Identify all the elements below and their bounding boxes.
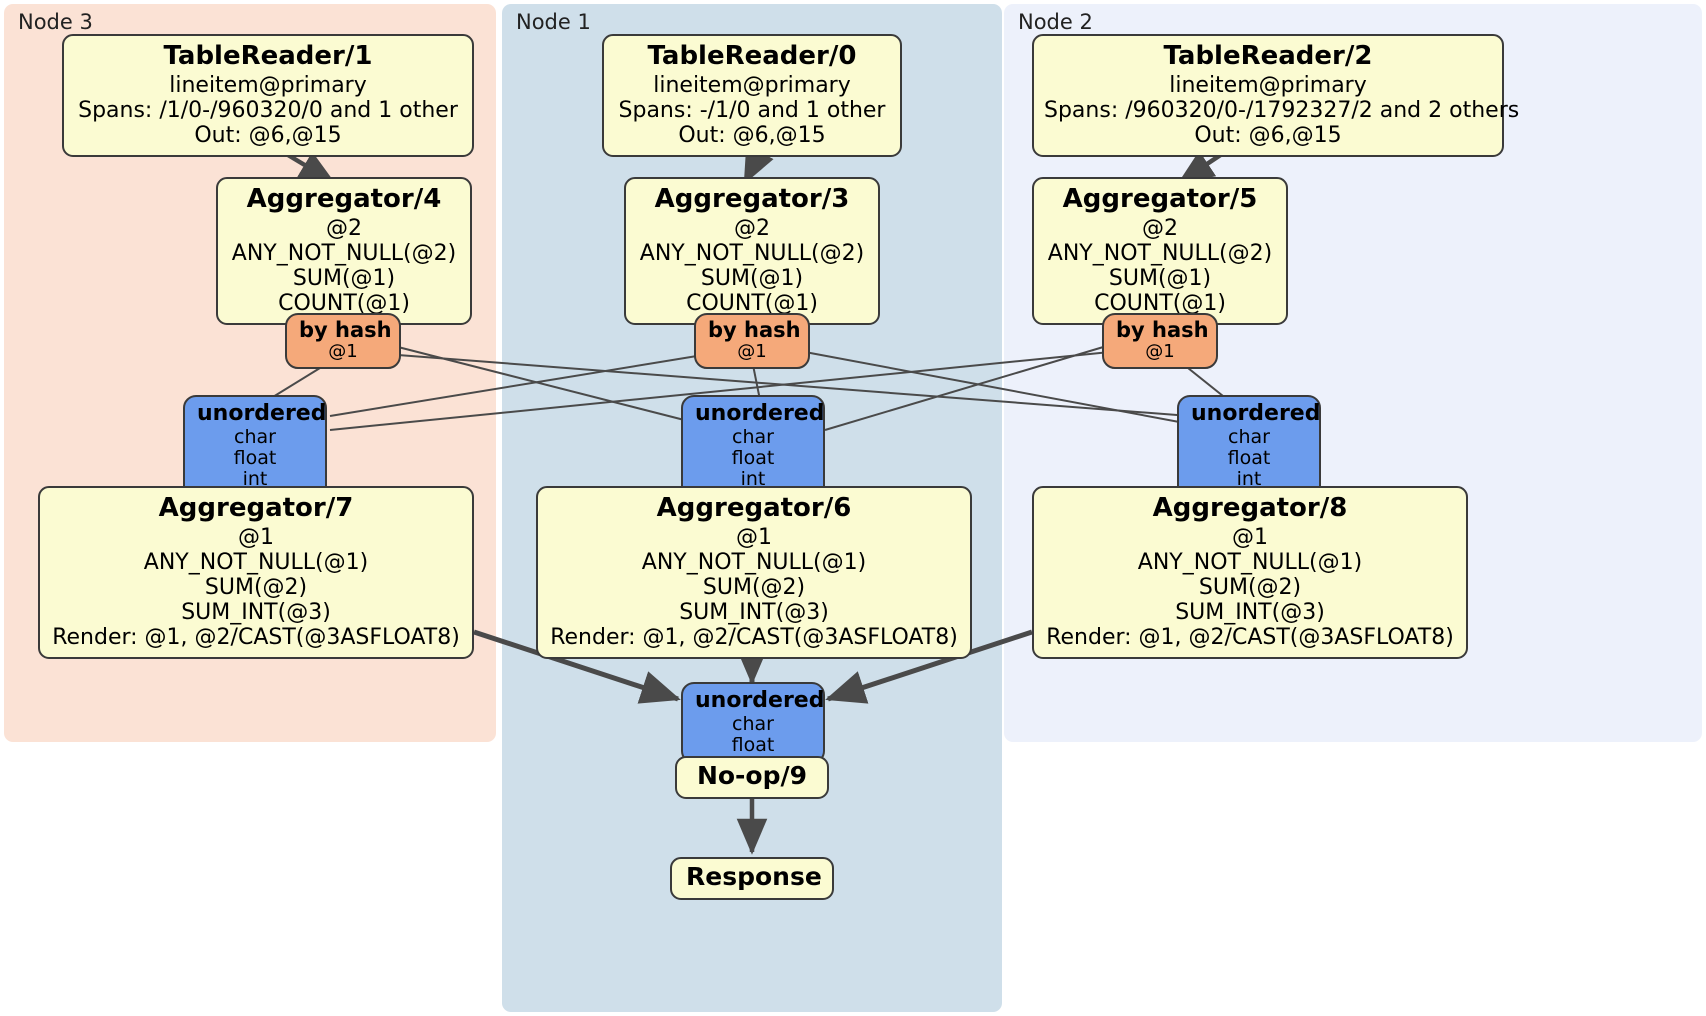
synchronizer-unordered-final[interactable]: unordered char float [681, 682, 825, 765]
synchronizer-type-2: int [740, 468, 766, 491]
processor-tablereader-0[interactable]: TableReader/0 lineitem@primary Spans: -/… [602, 34, 902, 157]
processor-agg-1: SUM(@2) [702, 574, 806, 600]
processor-title: No-op/9 [696, 761, 808, 790]
synchronizer-type-0: char [732, 425, 774, 448]
processor-spans: Spans: -/1/0 and 1 other [618, 97, 886, 123]
processor-agg-2: SUM_INT(@3) [1175, 599, 1325, 625]
processor-agg-0: ANY_NOT_NULL(@2) [639, 240, 865, 266]
processor-group-cols: @2 [1142, 215, 1178, 241]
processor-group-cols: @1 [1232, 524, 1268, 550]
processor-agg-2: COUNT(@1) [278, 290, 410, 316]
processor-agg-0: ANY_NOT_NULL(@1) [1137, 549, 1363, 575]
processor-no-op-9[interactable]: No-op/9 [675, 756, 829, 799]
synchronizer-title: unordered [197, 401, 327, 426]
processor-aggregator-8[interactable]: Aggregator/8 @1 ANY_NOT_NULL(@1) SUM(@2)… [1032, 486, 1468, 660]
processor-agg-0: ANY_NOT_NULL(@2) [1047, 240, 1273, 266]
processor-title: Aggregator/7 [158, 493, 354, 523]
synchronizer-unordered-aggregator-8[interactable]: unordered char float int [1177, 395, 1321, 499]
processor-aggregator-5[interactable]: Aggregator/5 @2 ANY_NOT_NULL(@2) SUM(@1)… [1032, 177, 1288, 326]
processor-agg-2: SUM_INT(@3) [679, 599, 829, 625]
processor-title: TableReader/2 [1163, 41, 1373, 71]
synchronizer-title: unordered [1191, 401, 1321, 426]
processor-agg-1: SUM(@2) [204, 574, 308, 600]
router-column: @1 [737, 341, 767, 363]
processor-title: Aggregator/8 [1152, 493, 1348, 523]
router-column: @1 [328, 341, 358, 363]
processor-agg-1: SUM(@2) [1198, 574, 1302, 600]
processor-group-cols: @2 [734, 215, 770, 241]
processor-table: lineitem@primary [653, 72, 851, 98]
processor-title: Aggregator/3 [654, 184, 850, 214]
processor-title: Response [686, 862, 822, 891]
synchronizer-type-2: int [1236, 468, 1262, 491]
node-panel-label-node-2: Node 2 [1018, 10, 1093, 34]
processor-aggregator-4[interactable]: Aggregator/4 @2 ANY_NOT_NULL(@2) SUM(@1)… [216, 177, 472, 326]
synchronizer-type-2: int [242, 468, 268, 491]
processor-agg-2: COUNT(@1) [686, 290, 818, 316]
synchronizer-type-1: float [1227, 447, 1271, 470]
synchronizer-unordered-aggregator-7[interactable]: unordered char float int [183, 395, 327, 499]
processor-tablereader-1[interactable]: TableReader/1 lineitem@primary Spans: /1… [62, 34, 474, 157]
synchronizer-type-0: char [732, 712, 774, 735]
processor-title: TableReader/1 [163, 41, 373, 71]
synchronizer-type-0: char [1228, 425, 1270, 448]
synchronizer-title: unordered [695, 688, 825, 713]
processor-agg-2: COUNT(@1) [1094, 290, 1226, 316]
processor-response[interactable]: Response [670, 857, 834, 900]
processor-render: Render: @1, @2/CAST(@3ASFLOAT8) [550, 625, 958, 651]
router-by-hash-aggregator-4[interactable]: by hash @1 [285, 313, 401, 369]
processor-table: lineitem@primary [169, 72, 367, 98]
synchronizer-type-1: float [731, 734, 775, 757]
processor-agg-1: SUM(@1) [1108, 265, 1212, 291]
processor-out: Out: @6,@15 [678, 122, 826, 148]
processor-table: lineitem@primary [1169, 72, 1367, 98]
processor-render: Render: @1, @2/CAST(@3ASFLOAT8) [1046, 625, 1454, 651]
processor-render: Render: @1, @2/CAST(@3ASFLOAT8) [52, 625, 460, 651]
router-title: by hash [708, 318, 801, 342]
processor-out: Out: @6,@15 [194, 122, 342, 148]
processor-tablereader-2[interactable]: TableReader/2 lineitem@primary Spans: /9… [1032, 34, 1520, 157]
processor-aggregator-6[interactable]: Aggregator/6 @1 ANY_NOT_NULL(@1) SUM(@2)… [536, 486, 972, 660]
synchronizer-type-1: float [731, 447, 775, 470]
synchronizer-type-0: char [234, 425, 276, 448]
node-panel-label-node-3: Node 3 [18, 10, 93, 34]
router-title: by hash [299, 318, 392, 342]
processor-title: Aggregator/6 [656, 493, 852, 523]
processor-aggregator-7[interactable]: Aggregator/7 @1 ANY_NOT_NULL(@1) SUM(@2)… [38, 486, 474, 660]
router-by-hash-aggregator-5[interactable]: by hash @1 [1102, 313, 1218, 369]
processor-agg-1: SUM(@1) [292, 265, 396, 291]
router-by-hash-aggregator-3[interactable]: by hash @1 [694, 313, 810, 369]
processor-out: Out: @6,@15 [1194, 122, 1342, 148]
processor-title: Aggregator/4 [246, 184, 442, 214]
processor-spans: Spans: /1/0-/960320/0 and 1 other [78, 97, 458, 123]
processor-agg-0: ANY_NOT_NULL(@2) [231, 240, 457, 266]
processor-group-cols: @1 [238, 524, 274, 550]
synchronizer-title: unordered [695, 401, 825, 426]
router-title: by hash [1116, 318, 1209, 342]
processor-aggregator-3[interactable]: Aggregator/3 @2 ANY_NOT_NULL(@2) SUM(@1)… [624, 177, 880, 326]
processor-agg-2: SUM_INT(@3) [181, 599, 331, 625]
processor-group-cols: @1 [736, 524, 772, 550]
processor-agg-0: ANY_NOT_NULL(@1) [641, 549, 867, 575]
synchronizer-type-1: float [233, 447, 277, 470]
synchronizer-unordered-aggregator-6[interactable]: unordered char float int [681, 395, 825, 499]
processor-title: Aggregator/5 [1062, 184, 1258, 214]
router-column: @1 [1145, 341, 1175, 363]
node-panel-label-node-1: Node 1 [516, 10, 591, 34]
processor-agg-0: ANY_NOT_NULL(@1) [143, 549, 369, 575]
processor-spans: Spans: /960320/0-/1792327/2 and 2 others [1044, 97, 1520, 123]
processor-group-cols: @2 [326, 215, 362, 241]
processor-title: TableReader/0 [647, 41, 857, 71]
processor-agg-1: SUM(@1) [700, 265, 804, 291]
